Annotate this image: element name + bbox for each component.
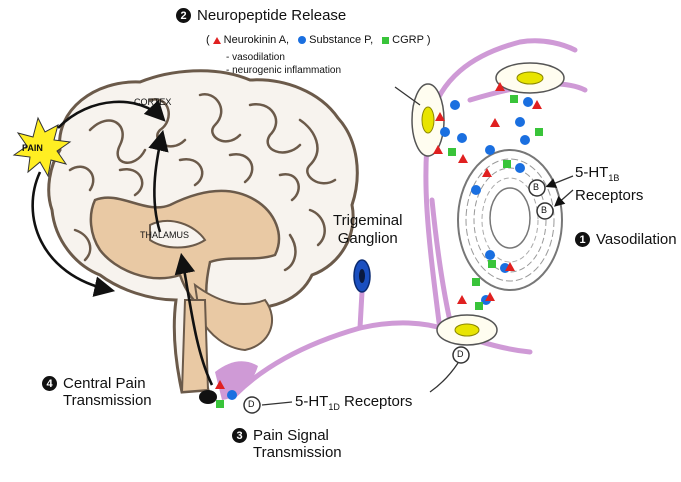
legend-substance-p: Substance P, (309, 34, 373, 46)
neuropeptide-release-label: 2 Neuropeptide Release (176, 7, 346, 24)
legend-close-paren: ) (427, 34, 431, 46)
receptor-1d-label: 5-HT1D Receptors (295, 393, 412, 416)
effect-neurogenic-inflammation: - neurogenic inflammation (226, 65, 341, 77)
pain-label: PAIN (22, 143, 43, 153)
trigeminal-label-line2: Ganglion (333, 230, 402, 248)
step-1-badge: 1 (575, 232, 590, 247)
receptor-1d-suffix: Receptors (340, 393, 413, 410)
effect-vasodilation: - vasodilation (226, 52, 285, 64)
receptor-1b-subscript: 1B (608, 173, 619, 183)
pain-signal-line2: Transmission (232, 444, 342, 462)
neuropeptide-legend: ( Neurokinin A, Substance P, CGRP ) (206, 34, 431, 46)
neuropeptide-release-text: Neuropeptide Release (197, 7, 346, 24)
legend-neurokinin: Neurokinin A, (224, 34, 289, 46)
receptor-1b-label: 5-HT1B Receptors (575, 164, 643, 205)
b-marker-2: B (541, 205, 547, 215)
step-2-badge: 2 (176, 8, 191, 23)
legend-open-paren: ( (206, 34, 210, 46)
central-pain-label: 4 Central Pain Transmission (42, 375, 152, 410)
receptor-1d-subscript: 1D (328, 402, 340, 412)
cortex-label: CORTEX (134, 97, 171, 107)
receptor-1b-prefix: 5-HT (575, 164, 608, 181)
cgrp-marker-icon (382, 37, 389, 44)
pain-signal-line1: Pain Signal (253, 427, 329, 444)
substance-p-marker-icon (298, 36, 306, 44)
central-pain-line2: Transmission (42, 392, 152, 410)
b-marker-1: B (533, 182, 539, 192)
d-marker-2: D (248, 399, 255, 409)
vasodilation-label: 1 Vasodilation (575, 231, 677, 248)
receptor-1d-prefix: 5-HT (295, 393, 328, 410)
trigeminal-ganglion-label: Trigeminal Ganglion (333, 212, 402, 248)
legend-cgrp: CGRP (392, 34, 424, 46)
step-3-badge: 3 (232, 428, 247, 443)
vasodilation-text: Vasodilation (596, 231, 677, 248)
receptor-1b-suffix: Receptors (575, 187, 643, 205)
neurokinin-marker-icon (213, 37, 221, 44)
step-4-badge: 4 (42, 376, 57, 391)
d-marker-1: D (457, 349, 464, 359)
trigeminal-label-line1: Trigeminal (333, 212, 402, 230)
thalamus-label: THALAMUS (140, 230, 189, 240)
central-pain-line1: Central Pain (63, 375, 146, 392)
pain-signal-label: 3 Pain Signal Transmission (232, 427, 342, 462)
